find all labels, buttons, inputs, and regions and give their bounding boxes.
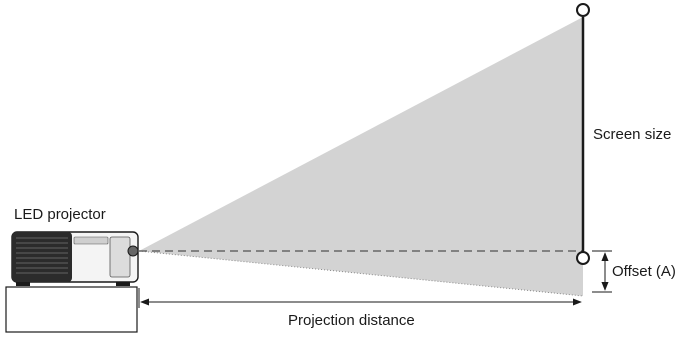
projector-label: LED projector	[14, 206, 106, 223]
screen-top-marker	[576, 3, 590, 17]
projection-beam	[139, 17, 583, 296]
projector-icon	[11, 231, 139, 286]
projection-distance-label: Projection distance	[288, 312, 415, 329]
screen-bottom-marker	[576, 251, 590, 265]
table-icon	[5, 286, 138, 333]
screen-size-label: Screen size	[593, 126, 671, 143]
offset-label: Offset (A)	[612, 263, 676, 280]
